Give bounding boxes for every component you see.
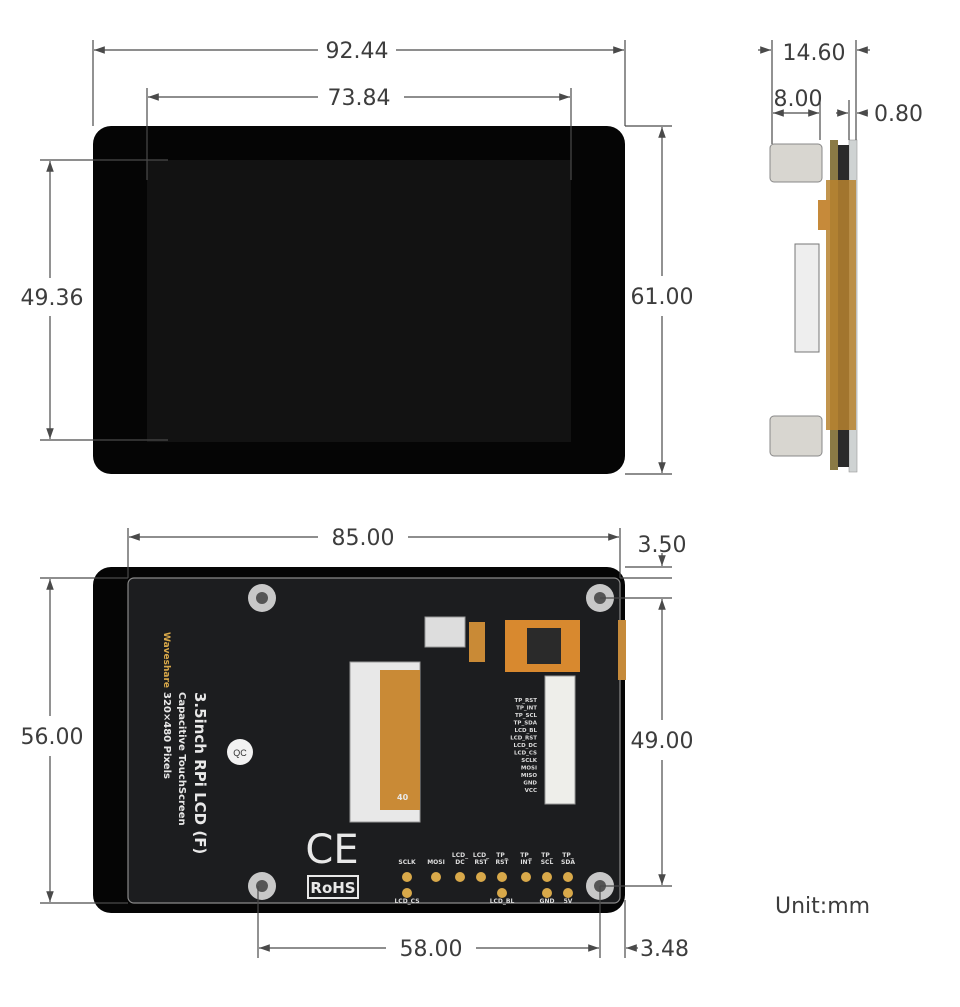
- svg-text:SCLK: SCLK: [521, 758, 538, 764]
- svg-text:TP_INT: TP_INT: [516, 706, 537, 712]
- dimension-label: 73.84: [328, 86, 391, 111]
- pad-label: LCD_ RST: [472, 852, 490, 866]
- dimension-label: 85.00: [332, 526, 395, 551]
- svg-text:VCC: VCC: [525, 788, 537, 794]
- front-height-dimension: 61.00: [625, 125, 694, 475]
- back-view: 1 40 TP_RST TP_INT TP_SCL TP_SDA LCD_BL …: [93, 567, 626, 913]
- pcb-height-dimension: 56.00: [21, 577, 128, 904]
- header-pin-labels: TP_RST TP_INT TP_SCL TP_SDA LCD_BL LCD_R…: [510, 698, 538, 794]
- pad-label: LCD_ DC: [451, 852, 469, 866]
- front-width-dimension: 92.44: [92, 39, 626, 126]
- svg-text:GND: GND: [523, 781, 537, 787]
- dimension-label: 14.60: [783, 41, 846, 66]
- dimension-label: 0.80: [874, 102, 923, 127]
- pad-label: MOSI: [427, 859, 445, 866]
- dimension-label: 49.36: [21, 286, 84, 311]
- pad-label: SCLK: [398, 859, 416, 866]
- dimension-label: 3.50: [638, 533, 687, 558]
- pin-header: [544, 675, 576, 805]
- pad-label: TP_ SDA: [561, 852, 575, 866]
- svg-text:MISO: MISO: [521, 773, 537, 779]
- unit-label: Unit:mm: [775, 894, 870, 919]
- svg-text:LCD_RST: LCD_RST: [510, 736, 537, 742]
- side-total-dimension: 14.60: [758, 40, 870, 144]
- qc-sticker: [227, 739, 253, 765]
- svg-text:MOSI: MOSI: [521, 766, 537, 772]
- dimension-label: 49.00: [631, 729, 694, 754]
- board-silkscreen: 3.5inch RPi LCD (F) Capacitive TouchScre…: [161, 692, 209, 854]
- feature-label: Capacitive TouchScreen: [176, 692, 187, 826]
- dimension-label: 58.00: [400, 937, 463, 962]
- svg-text:TP_RST: TP_RST: [515, 698, 538, 704]
- pad-label: LCD_CS: [394, 898, 420, 905]
- side-header-dimension: 8.00: [773, 87, 822, 140]
- hole-horizontal-dimension: 58.00: [257, 886, 601, 962]
- svg-text:TP_SDA: TP_SDA: [514, 721, 538, 727]
- ce-mark: CE: [305, 827, 358, 873]
- top-offset-dimension: 3.50: [620, 533, 687, 579]
- pcb-width-dimension: 85.00: [127, 526, 621, 578]
- hole-vertical-dimension: 49.00: [600, 597, 694, 887]
- pad-label: TP_ RST: [495, 852, 509, 866]
- screen-width-dimension: 73.84: [146, 86, 572, 180]
- dimension-label: 56.00: [21, 725, 84, 750]
- rohs-mark: RoHS: [310, 879, 355, 897]
- svg-text:LCD_CS: LCD_CS: [514, 751, 537, 757]
- svg-text:TP_SCL: TP_SCL: [515, 713, 538, 719]
- dimension-label: 92.44: [326, 39, 389, 64]
- pad-label: TP_ INT: [520, 852, 532, 866]
- pad-label: 5V: [563, 898, 573, 905]
- test-pads: [402, 872, 573, 898]
- dimension-label: 8.00: [774, 87, 823, 112]
- pad-label: LCD_BL: [489, 898, 515, 905]
- brand-silkscreen: Waveshare: [161, 632, 171, 688]
- front-view: [93, 126, 625, 474]
- fpc-pin-end-label: 40: [397, 793, 409, 802]
- side-glass-dimension: 0.80: [836, 100, 923, 140]
- brand-label: Waveshare: [161, 632, 171, 688]
- pad-label: GND: [539, 898, 555, 905]
- display-area: [147, 160, 571, 442]
- model-label: 3.5inch RPi LCD (F): [191, 692, 209, 854]
- pad-label: TP_ SCL: [540, 852, 554, 866]
- svg-text:LCD_DC: LCD_DC: [514, 743, 537, 749]
- side-view: [769, 139, 858, 473]
- dimension-label: 61.00: [631, 285, 694, 310]
- qc-sticker-label: QC: [233, 748, 247, 758]
- fpc-pin-start-label: 1: [357, 671, 363, 680]
- dimension-label: 3.48: [640, 937, 689, 962]
- screen-height-dimension: 49.36: [21, 159, 168, 441]
- resolution-label: 320×480 Pixels: [161, 692, 172, 779]
- svg-text:LCD_BL: LCD_BL: [514, 728, 537, 734]
- hole-edge-dimension: 3.48: [624, 900, 689, 962]
